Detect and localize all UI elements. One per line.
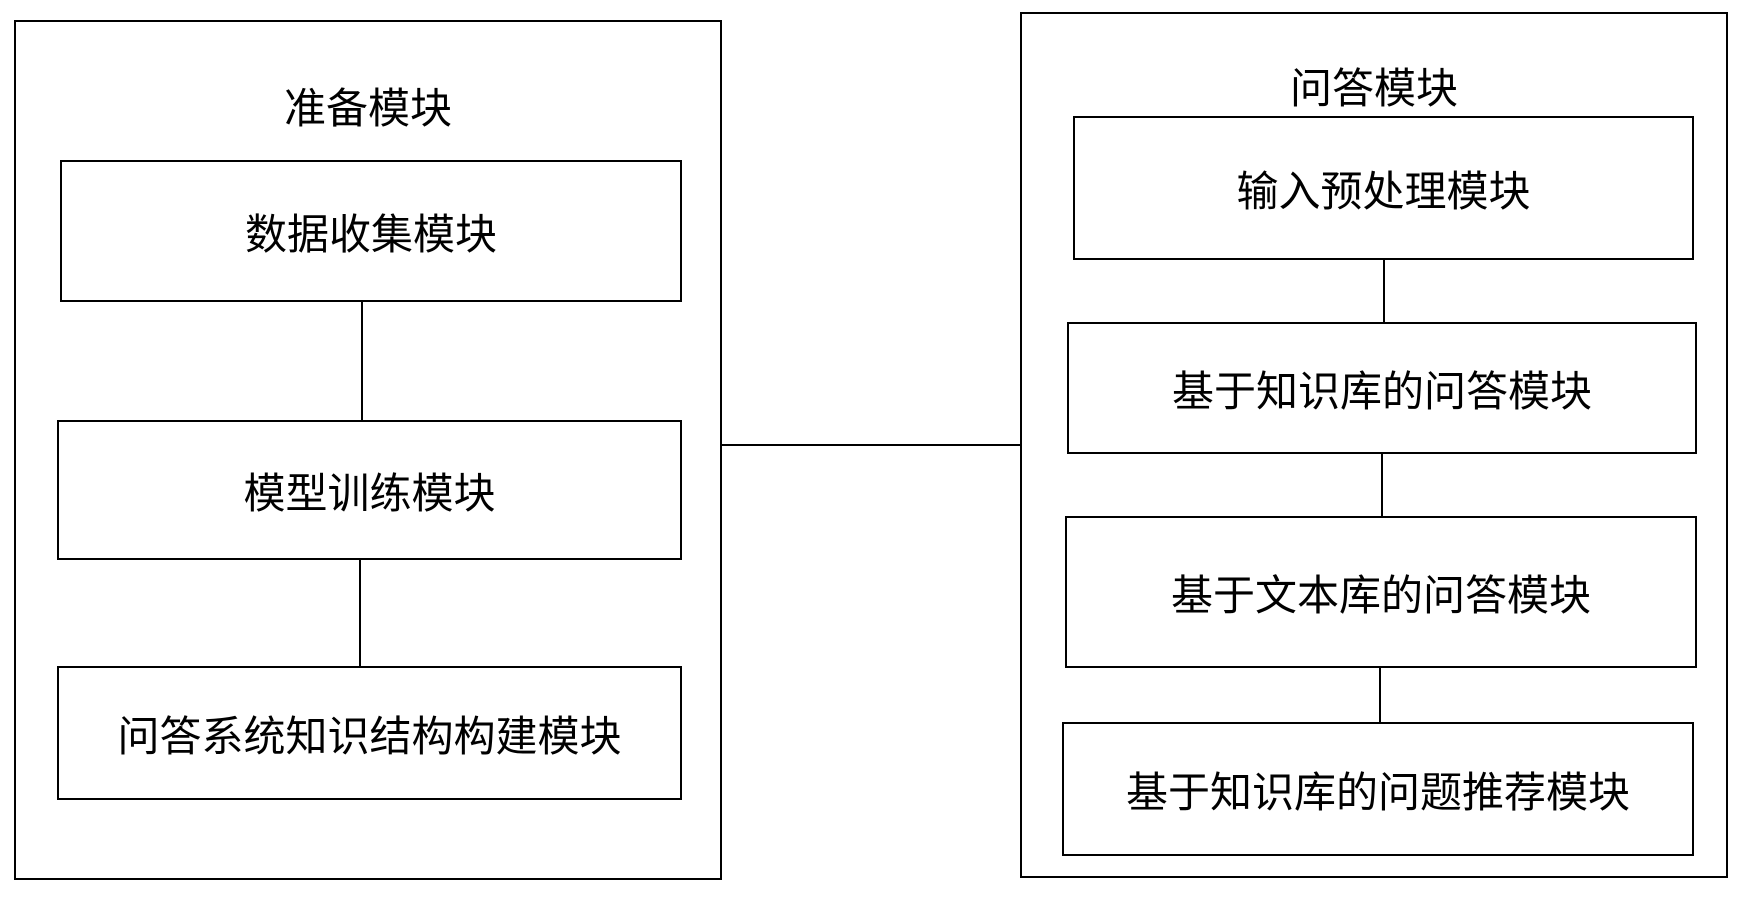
input-preprocessing-module-box: 输入预处理模块 [1073, 116, 1694, 260]
connector-right-2 [1381, 454, 1383, 516]
connector-right-1 [1383, 260, 1385, 322]
model-training-module-box: 模型训练模块 [57, 420, 682, 560]
kb-question-recommendation-module-box: 基于知识库的问题推荐模块 [1062, 722, 1694, 856]
preparation-module-title: 准备模块 [16, 84, 720, 134]
qa-knowledge-structure-module-box: 问答系统知识结构构建模块 [57, 666, 682, 800]
data-collection-module-box: 数据收集模块 [60, 160, 682, 302]
connector-left-2 [359, 560, 361, 666]
connector-right-3 [1379, 668, 1381, 722]
text-library-qa-module-box: 基于文本库的问答模块 [1065, 516, 1697, 668]
qa-module-title: 问答模块 [1022, 64, 1726, 114]
connector-between-groups [722, 444, 1022, 446]
connector-left-1 [361, 302, 363, 420]
kb-qa-module-box: 基于知识库的问答模块 [1067, 322, 1697, 454]
